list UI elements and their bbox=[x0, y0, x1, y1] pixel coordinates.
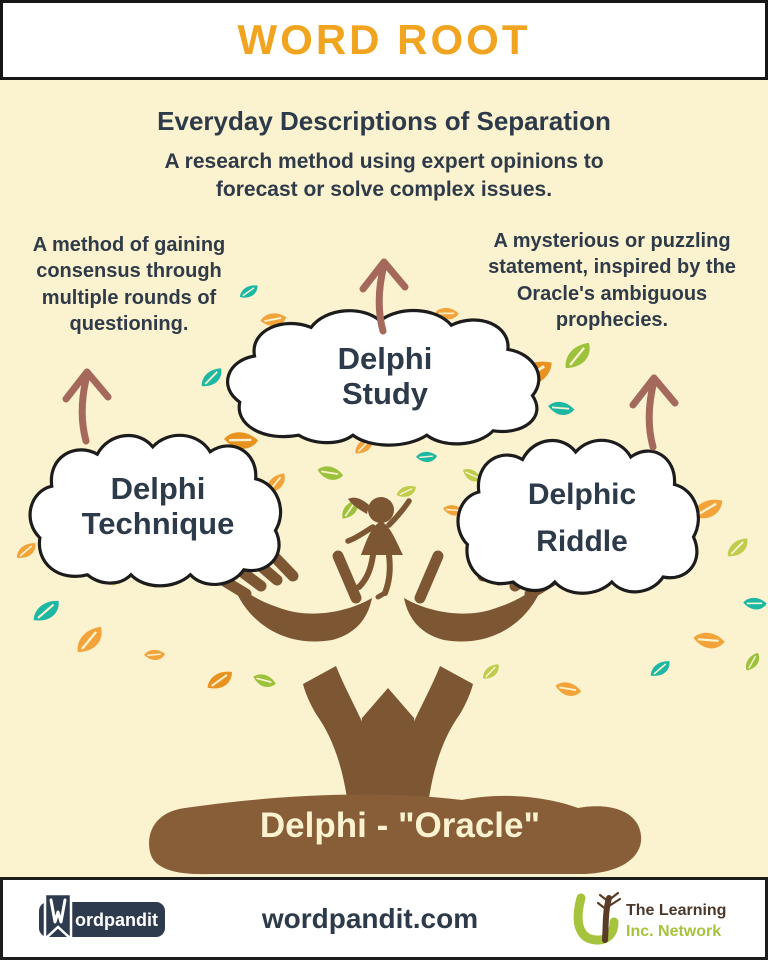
term-line: Delphic bbox=[527, 478, 637, 511]
wordpandit-logo-text: ordpandit bbox=[75, 910, 158, 930]
header-banner: WORD ROOT bbox=[0, 0, 768, 80]
term-line: Study bbox=[341, 375, 429, 411]
leaf-icon bbox=[546, 396, 576, 421]
root-mound bbox=[149, 794, 642, 875]
u-cradle-icon bbox=[573, 893, 619, 945]
leaf-icon bbox=[237, 283, 261, 301]
tree-branches-icon bbox=[596, 891, 622, 911]
definition-delphi-study: A research method using expert opinions … bbox=[164, 150, 604, 201]
leaf-icon bbox=[722, 535, 753, 560]
root-word-label: Delphi - "Oracle" bbox=[259, 806, 541, 845]
leaf-icon bbox=[142, 646, 167, 664]
section-heading: Everyday Descriptions of Separation bbox=[157, 106, 611, 136]
leaf-icon bbox=[250, 668, 278, 693]
term-line: Riddle bbox=[536, 524, 628, 558]
trunk bbox=[358, 688, 418, 810]
leaf-icon bbox=[395, 484, 418, 499]
term-line: Delphi bbox=[337, 341, 433, 376]
w-bookmark-icon bbox=[49, 898, 67, 923]
leaf-icon bbox=[414, 448, 439, 466]
footer-bar: ordpandit wordpandit.com The Learning In… bbox=[0, 877, 768, 960]
learning-network-logo: The Learning Inc. Network bbox=[573, 891, 726, 945]
tree-illustration bbox=[12, 250, 768, 880]
leaf-icon bbox=[196, 365, 227, 390]
arrow-up-icon bbox=[633, 378, 675, 447]
wordpandit-logo: ordpandit bbox=[39, 892, 165, 942]
leaf-icon bbox=[315, 460, 346, 486]
partner-name-line2: Inc. Network bbox=[626, 923, 721, 940]
term-line: Delphi bbox=[110, 471, 206, 506]
arrow-up-icon bbox=[66, 372, 108, 441]
term-line: Technique bbox=[81, 505, 235, 541]
leaf-icon bbox=[28, 597, 65, 625]
leaf-icon bbox=[478, 662, 503, 682]
partner-name-line1: The Learning bbox=[626, 902, 726, 919]
leaf-icon bbox=[646, 658, 674, 680]
child-silhouette bbox=[345, 497, 412, 600]
leaf-icon bbox=[553, 676, 584, 702]
definition-delphic-riddle: A mysterious or puzzling statement, insp… bbox=[488, 230, 736, 332]
site-url: wordpandit.com bbox=[261, 902, 479, 934]
definition-delphi-technique: A method of gaining consensus through mu… bbox=[32, 234, 226, 336]
page-title: WORD ROOT bbox=[237, 16, 531, 63]
leaf-icon bbox=[70, 623, 110, 657]
leaf-icon bbox=[741, 593, 768, 614]
leaf-icon bbox=[558, 339, 598, 373]
term-delphi-technique: Delphi Technique bbox=[34, 471, 282, 541]
leaf-icon bbox=[690, 625, 727, 655]
term-delphic-riddle: Delphic Riddle bbox=[460, 472, 704, 565]
leaf-icon bbox=[203, 668, 236, 692]
term-delphi-study: Delphi Study bbox=[262, 341, 508, 411]
leaf-icon bbox=[12, 540, 40, 562]
leaf-icon bbox=[740, 650, 765, 674]
